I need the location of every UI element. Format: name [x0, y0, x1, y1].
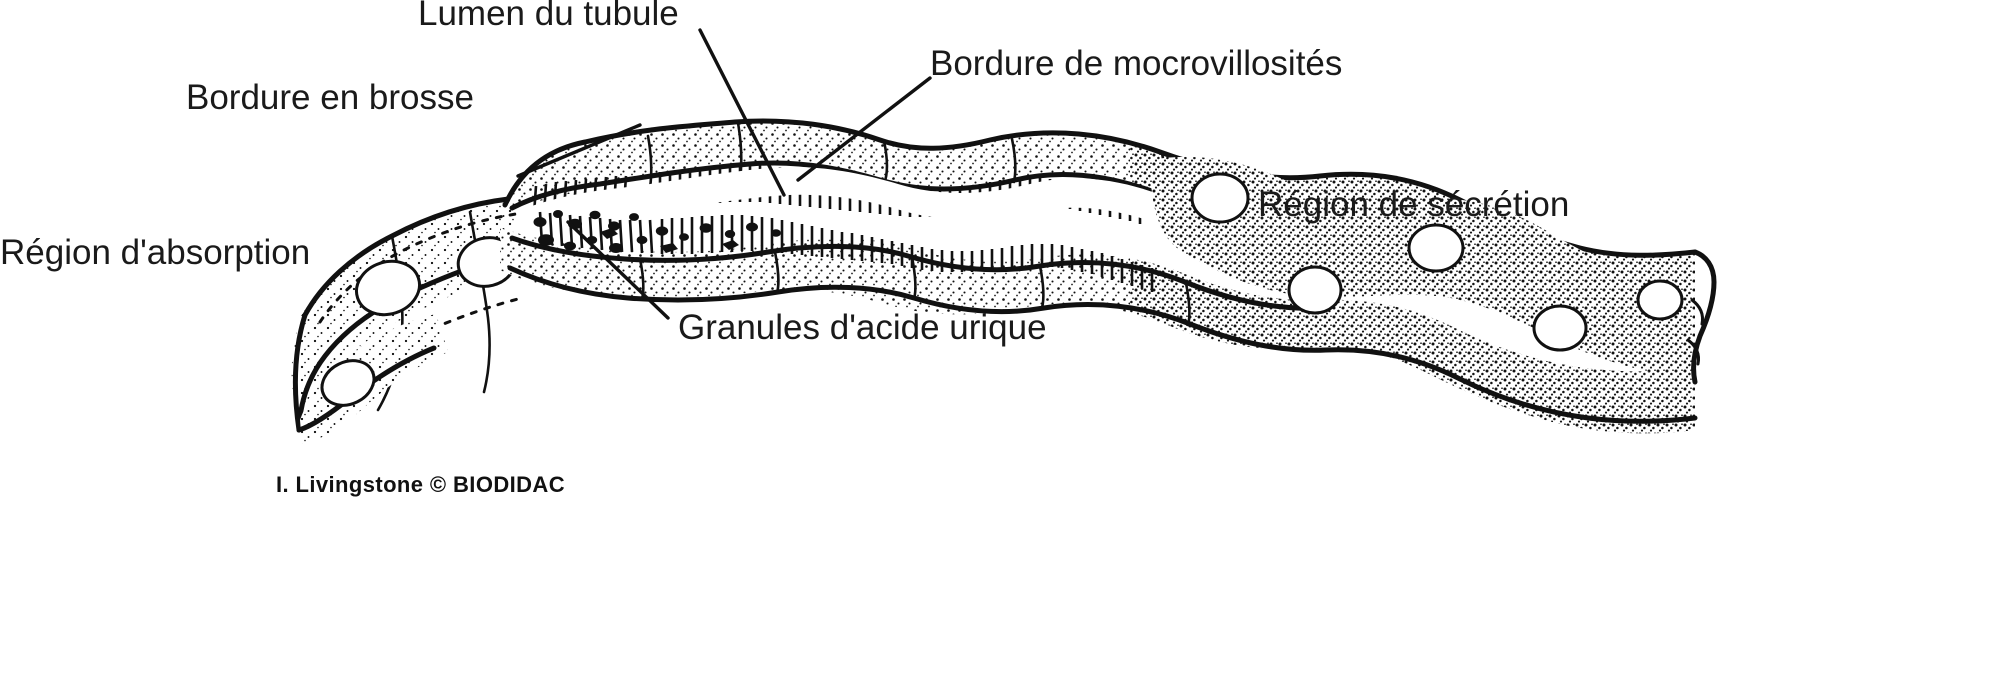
nucleus	[1636, 279, 1684, 321]
leader-lines	[516, 28, 932, 320]
nucleus	[1287, 265, 1343, 315]
nucleus	[320, 359, 376, 407]
lumen-leader	[698, 28, 786, 197]
label-region-dabsorption: Région d'absorption	[0, 233, 311, 272]
label-bordure-de-mocrovillosites: Bordure de mocrovillosités	[930, 44, 1343, 83]
microvilli-leader	[796, 76, 932, 182]
granules-leader	[566, 220, 670, 320]
label-lumen-du-tubule: Lumen du tubule	[418, 0, 679, 33]
uric-acid-granules	[533, 210, 781, 253]
tubule-lumen	[516, 166, 1306, 252]
brush-border-lower	[538, 211, 1154, 292]
nucleus	[1407, 223, 1465, 273]
nucleus	[1190, 172, 1250, 224]
label-region-de-secretion: Région de sécrétion	[1258, 185, 1570, 224]
nucleus	[355, 259, 421, 317]
label-bordure-en-brosse: Bordure en brosse	[186, 78, 474, 117]
nucleus	[1532, 304, 1588, 352]
label-granules-dacide-urique: Granules d'acide urique	[678, 308, 1047, 347]
absorption-region	[291, 195, 525, 444]
credit-line: I. Livingstone © BIODIDAC	[276, 472, 565, 497]
brush-border-leader	[516, 123, 642, 178]
